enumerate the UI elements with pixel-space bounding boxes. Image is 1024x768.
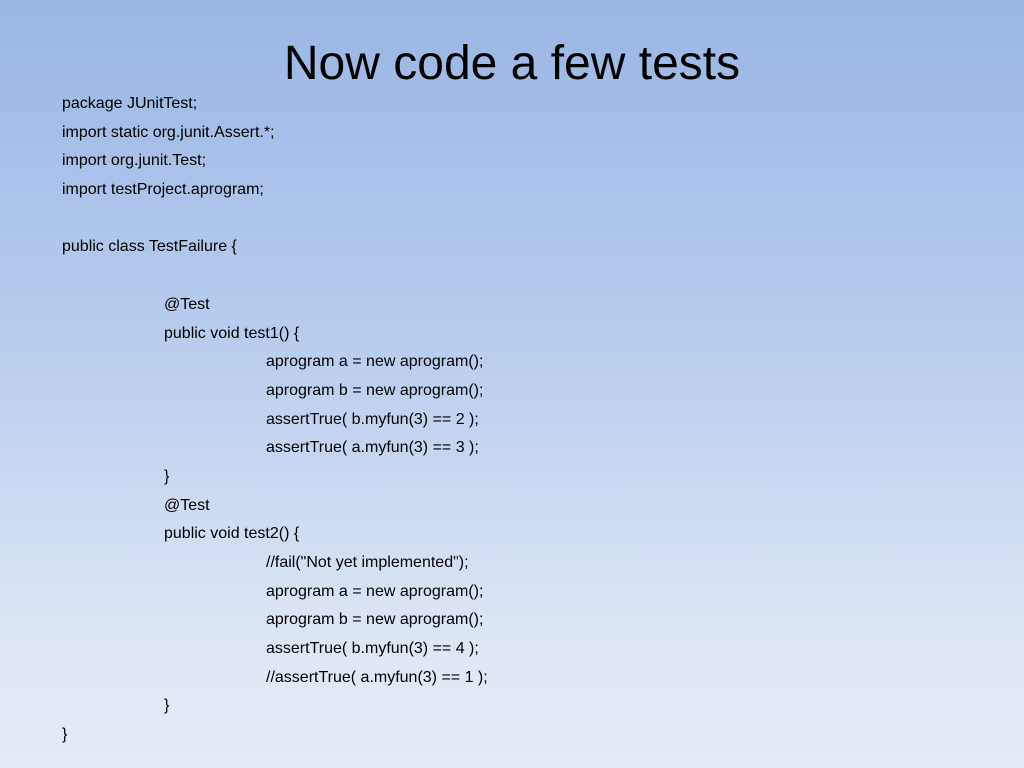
- code-line: assertTrue( b.myfun(3) == 2 );: [266, 410, 479, 428]
- code-line: }: [164, 697, 170, 715]
- code-line: public class TestFailure {: [62, 238, 237, 256]
- code-line: aprogram a = new aprogram();: [266, 582, 484, 600]
- code-line: public void test2() {: [164, 525, 300, 543]
- code-line: import org.junit.Test;: [62, 152, 207, 170]
- code-line: import static org.junit.Assert.*;: [62, 123, 275, 141]
- code-line: [62, 262, 962, 291]
- code-line: //fail("Not yet implemented");: [266, 554, 469, 571]
- code-line: import testProject.aprogram;: [62, 181, 264, 199]
- code-line: aprogram a = new aprogram();: [266, 353, 484, 371]
- code-line: public void test1() {: [164, 324, 300, 342]
- code-line: assertTrue( a.myfun(3) == 3 );: [266, 439, 479, 457]
- code-line: aprogram b = new aprogram();: [266, 611, 484, 629]
- code-listing: package JUnitTest; import static org.juni…: [62, 90, 962, 750]
- code-line: aprogram b = new aprogram();: [266, 381, 484, 399]
- code-line: //assertTrue( a.myfun(3) == 1 );: [266, 668, 488, 686]
- code-line: }: [164, 467, 170, 485]
- code-line: }: [62, 726, 68, 744]
- code-line: assertTrue( b.myfun(3) == 4 );: [266, 640, 479, 658]
- code-line: @Test: [164, 496, 210, 514]
- code-line: [62, 205, 962, 234]
- slide-title: Now code a few tests: [283, 37, 741, 90]
- code-line: @Test: [164, 295, 210, 313]
- code-line: package JUnitTest;: [62, 95, 198, 112]
